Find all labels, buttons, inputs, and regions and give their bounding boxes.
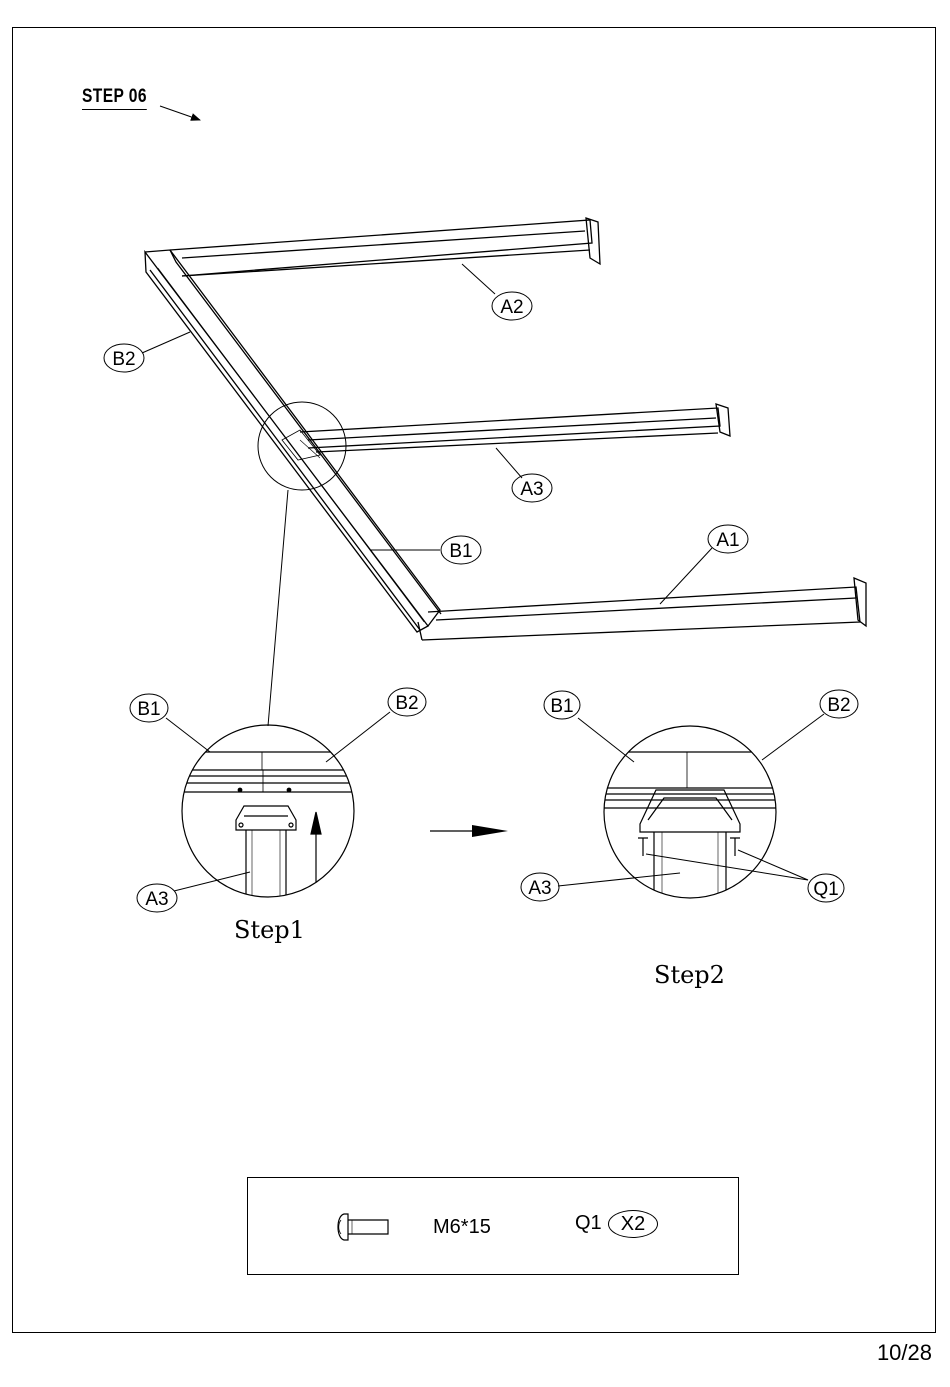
step1-callout-b1: B1 [137,699,160,720]
step1-callout-a3: A3 [145,889,168,910]
hardware-name: M6*15 [433,1216,491,1239]
crossbar-a1 [418,578,866,640]
callout-b1: B1 [449,541,472,562]
step2-detail [602,726,778,900]
step-title-arrow [160,106,200,120]
detail-leader-line [268,490,288,726]
transition-arrow [430,825,508,837]
callouts-step1 [130,688,426,912]
callout-a1: A1 [716,530,739,551]
hardware-qty: X2 [608,1210,658,1238]
callout-b2: B2 [112,349,135,370]
hardware-box: M6*15 Q1 X2 [247,1177,739,1275]
detail-circle-small [258,402,346,490]
step2-callout-b1: B1 [550,696,573,717]
step1-detail [180,725,356,900]
step2-callout-q1: Q1 [813,879,838,900]
callouts-step2 [521,690,858,902]
page-number: 10/28 [877,1340,932,1366]
crossbar-a3 [300,404,730,452]
step2-callout-b2: B2 [827,695,850,716]
rail-b-long [145,250,441,632]
callout-a2: A2 [500,297,523,318]
step1-caption: Step1 [234,916,305,944]
step1-callout-b2: B2 [395,693,418,714]
crossbar-a2 [170,218,600,276]
step2-caption: Step2 [654,961,725,989]
frame-assembly [145,218,866,726]
step2-callout-a3: A3 [528,878,551,899]
callout-a3: A3 [520,479,543,500]
bolt-icon [334,1212,390,1242]
hardware-code: Q1 [575,1212,602,1235]
